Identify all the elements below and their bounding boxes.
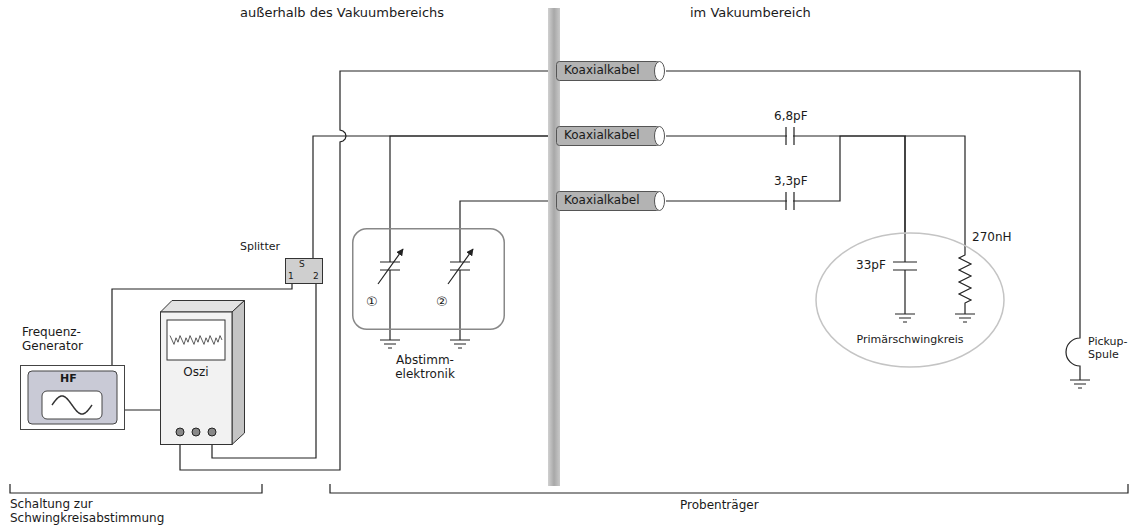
coax-cable: Koaxialkabel: [556, 126, 666, 146]
coax-cable: Koaxialkabel: [556, 191, 666, 211]
bracket: [10, 484, 262, 493]
tuning-electronics-outline: [352, 228, 505, 330]
node-text: Abstimm- elektronik: [380, 354, 470, 382]
capacitor-symbol: [893, 232, 917, 322]
annotation-label: 6,8pF: [774, 110, 808, 124]
node-text: 2: [313, 271, 319, 281]
wire: [390, 136, 556, 228]
tuning-electronics: ①②Abstimm- elektronik: [352, 228, 505, 330]
capacitor-symbol: [786, 192, 794, 210]
node-label: Splitter: [240, 241, 280, 254]
annotation-label: Pickup- Spule: [1088, 336, 1144, 361]
annotation-label: im Vakuumbereich: [690, 6, 811, 21]
annotation-label: Probenträger: [680, 499, 759, 513]
node-label: Koaxialkabel: [564, 64, 640, 78]
variable-capacitor-symbol: [448, 228, 473, 348]
coax-cable: Koaxialkabel: [556, 61, 666, 81]
bracket: [330, 484, 1128, 493]
inductor-symbol: [905, 136, 975, 322]
annotation-label: außerhalb des Vakuumbereichs: [240, 6, 444, 21]
wire: [125, 409, 160, 410]
node-text: ②: [436, 295, 448, 310]
node-label: Koaxialkabel: [564, 129, 640, 143]
ground-symbol: [1070, 380, 1090, 388]
node-text: Primärschwingkreis: [850, 334, 970, 347]
wire: [666, 136, 905, 232]
wire: [460, 201, 556, 228]
node-label: Frequenz- Generator: [22, 326, 110, 354]
annotation-label: Schaltung zur Schwingkreisabstimmung: [10, 498, 195, 526]
node-text: HF: [60, 373, 77, 386]
splitter-box: SplitterS12: [285, 258, 323, 284]
capacitor-symbol: [786, 127, 794, 145]
oscilloscope: Oszi: [160, 300, 245, 445]
resonant-circuit-outline: [815, 232, 1005, 368]
wire: [666, 136, 905, 232]
variable-capacitor-symbol: [378, 228, 403, 348]
resonant-circuit: 33pF270nHPrimärschwingkreis: [815, 232, 1005, 368]
pickup-wire: [666, 71, 1080, 380]
node-label: ①: [366, 295, 378, 310]
node-text: 1: [288, 271, 294, 281]
wire: [112, 284, 292, 365]
node-text: S: [299, 259, 305, 269]
node-label: Oszi: [160, 366, 232, 380]
annotation-label: 3,3pF: [774, 175, 808, 189]
node-label: 33pF: [856, 259, 886, 273]
signal-generator: Frequenz- GeneratorHF: [20, 365, 125, 430]
wire: [180, 71, 556, 470]
node-label: Koaxialkabel: [564, 194, 640, 208]
wire: [313, 136, 556, 258]
node-text: 270nH: [972, 231, 1012, 245]
